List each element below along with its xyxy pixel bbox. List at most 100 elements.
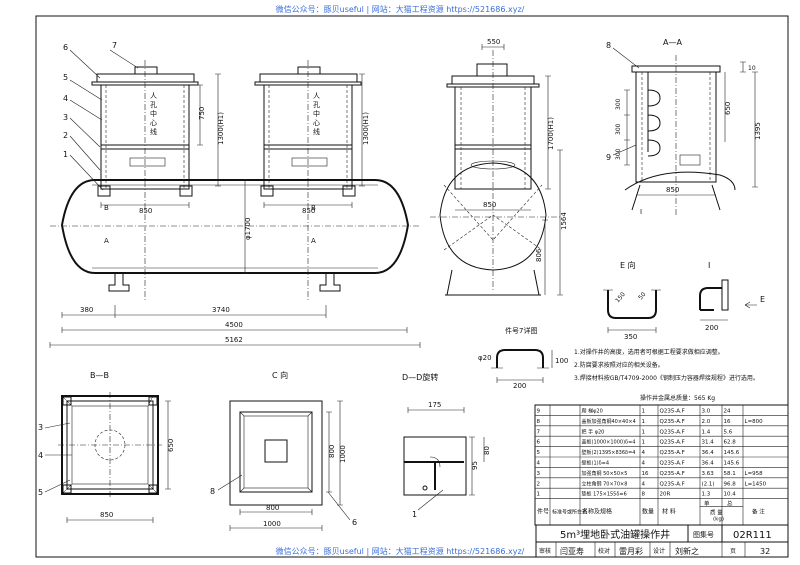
manhole-text-b1: 人 [313, 92, 320, 100]
bom-cell-total: 16 [724, 419, 731, 425]
bom-cell-qty: 4 [642, 450, 646, 456]
bom-header-cell: 总 [727, 500, 733, 508]
callout-6-c: 6 [352, 518, 357, 527]
manhole-text-b3: 中 [313, 109, 320, 118]
dim-1700-aa: 1700(H1) [547, 117, 555, 150]
dim-200-a: 200 [513, 382, 526, 390]
bom-cell-no: 7 [537, 429, 541, 435]
bom-cell-qty: 1 [642, 440, 646, 446]
callout-1: 1 [63, 150, 68, 159]
note-1: 1.对操作井的高度，选用者可根据工程要求做相应调整。 [574, 348, 724, 356]
callout-9-aa: 9 [606, 153, 611, 162]
tank-legs [108, 273, 341, 292]
title-block: 5m³埋地卧式油罐操作井 图集号 02R111 审核 闫亚寿 校对 雷月彩 设计… [535, 524, 789, 558]
callout-8-c: 8 [210, 487, 215, 496]
bom-header-cell: 单 [704, 500, 710, 508]
dim-850-a: 850 [139, 207, 152, 215]
bom-cell-qty: 16 [642, 471, 649, 477]
bom-cell-no: 5 [537, 450, 541, 456]
section-aa: A—A 10 1395 650 300 300 300 850 8 9 I [606, 38, 762, 216]
drawing-frame [35, 15, 789, 558]
bom-cell-qty: 1 [642, 409, 646, 415]
bom-header-cell: 数量 [642, 508, 654, 516]
manhole-text-b2: 孔 [313, 101, 320, 109]
dim-100: 100 [555, 357, 568, 365]
bom-cell-unit: (2.1) [702, 481, 715, 487]
mark-b-1: B [104, 204, 109, 212]
bom-cell-no: 6 [537, 440, 541, 446]
bom-header-cell: 备 注 [752, 508, 765, 516]
bom-cell-no: 2 [537, 481, 541, 487]
part7-title: 件号7详图 [505, 326, 537, 335]
dim-150: 150 [614, 291, 627, 304]
view-dd-title: D—D旋转 [402, 372, 438, 382]
mark-a-1: A [104, 237, 109, 245]
bom-cell-unit: 1.4 [702, 429, 711, 435]
callout-3: 3 [63, 113, 68, 122]
bom-cell-no: 4 [537, 461, 541, 467]
bom-cell-total: 62.8 [724, 440, 737, 446]
dim-300-c: 300 [615, 148, 622, 160]
manhole-text-b5: 线 [313, 127, 320, 136]
bom-cell-mat: Q235-A.F [660, 461, 685, 467]
view-bb-title: B—B [90, 371, 109, 380]
bom-cell-note: L=800 [745, 419, 764, 425]
detail-i: I 200 E [699, 261, 765, 332]
callout-5: 5 [63, 73, 68, 82]
bom-cell-qty: 4 [642, 481, 646, 487]
design-label: 设计 [653, 547, 665, 555]
bom-cell-name: 壁板(2)1395×836δ=4 [582, 449, 636, 456]
bom-cell-mat: Q235-A.F [660, 440, 685, 446]
bom-cell-no: 8 [537, 419, 541, 425]
atlas-number: 02R111 [733, 530, 772, 541]
dim-380: 380 [80, 306, 93, 314]
bom-cell-no: 9 [537, 409, 541, 415]
check-sign: 雷月彩 [619, 546, 643, 556]
bom-header-cell: 质 量 [710, 509, 723, 517]
bom-cell-total: 10.4 [724, 492, 737, 498]
dim-800-a: 800 [266, 504, 279, 512]
view-i-title: I [708, 261, 710, 270]
bom-cell-mat: 20R [660, 492, 671, 498]
dim-1700: φ1700 [244, 218, 252, 240]
bom-cell-unit: 2.0 [702, 419, 711, 425]
bom-cell-name: 盖板加强角钢40×40×4 [582, 418, 636, 425]
bom-cell-total: 96.8 [724, 481, 737, 487]
bom-cell-note: L=958 [745, 471, 764, 477]
view-c-title: C 向 [272, 370, 288, 380]
callout-6: 6 [63, 43, 68, 52]
dim-1000-b: 1000 [339, 445, 347, 463]
bom-cell-name: 爬 梯φ20 [582, 408, 603, 415]
dim-850-aa: 850 [666, 186, 679, 194]
dim-175: 175 [428, 401, 441, 409]
total-weight: 操作井金属总质量：565 Kg [640, 394, 715, 402]
bom-header-cell: 标准号或所在页 [552, 509, 587, 516]
dim-750: 750 [198, 107, 206, 120]
view-aa-title: A—A [663, 38, 682, 47]
watermark-bottom: 微信公众号：豚贝useful | 网站：大猫工程资源 https://52168… [275, 547, 525, 556]
review-sign: 闫亚寿 [560, 546, 584, 556]
bom-cell-unit: 3.63 [702, 471, 715, 477]
dim-20: φ20 [478, 354, 492, 362]
tank-body [60, 179, 410, 274]
dim-4500: 4500 [225, 321, 243, 329]
dim-350: 350 [624, 333, 637, 341]
note-2: 2.防腐要求按照对应的相关设备。 [574, 361, 664, 369]
dim-200-b: 200 [705, 324, 718, 332]
main-elevation: 人 孔 中 心 线 人 孔 中 心 线 6 7 5 4 3 2 1 750 13… [49, 41, 421, 348]
dim-1300-a: 1300(H1) [217, 112, 225, 145]
dim-1000-a: 1000 [263, 520, 281, 528]
review-label: 审核 [539, 547, 551, 555]
bom-cell-no: 1 [537, 492, 541, 498]
page-number: 32 [760, 547, 770, 556]
well-1 [91, 60, 199, 300]
dim-50: 50 [637, 291, 647, 301]
dim-650-bb: 650 [167, 439, 175, 452]
dim-800-b: 800 [328, 445, 336, 458]
bom-cell-no: 3 [537, 471, 541, 477]
bom-cell-unit: 3.0 [702, 409, 711, 415]
note-3: 3.焊接材料按GB/T4709-2000《钢制压力容器焊接规程》进行选用。 [574, 374, 759, 382]
dim-850-b: 850 [302, 207, 315, 215]
callout-2: 2 [63, 131, 68, 140]
